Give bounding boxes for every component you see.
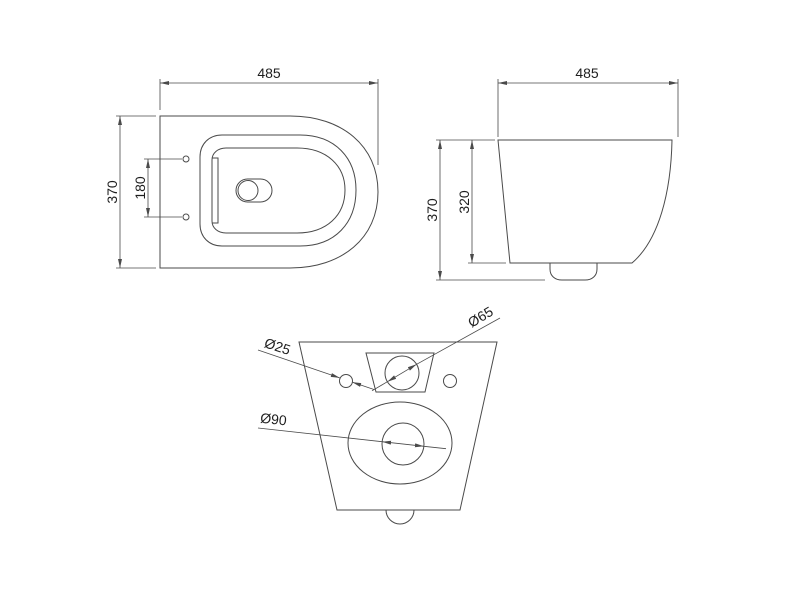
rear-mounting-recess [365, 352, 435, 393]
body-height-label: 320 [456, 190, 472, 214]
small-hole-dimension-line [257, 349, 340, 379]
leader-line [423, 445, 447, 450]
bowl-rim-notch [212, 157, 219, 224]
top-view-width-label: 485 [257, 65, 281, 81]
outlet-collar [347, 401, 453, 485]
seat-fixing-hole-upper [182, 155, 190, 163]
large-hole-label: Ø65 [465, 303, 496, 330]
fixing-hole-right [443, 374, 457, 388]
top-view: 485 370 180 [104, 65, 379, 269]
side-view-width-label: 485 [575, 65, 599, 81]
overall-height-label: 370 [424, 198, 440, 222]
rear-view-bottom-outlet [385, 509, 415, 525]
leader-line [371, 381, 388, 392]
side-view-body [497, 139, 673, 264]
rear-view: Ø65 Ø25 Ø90 [257, 303, 501, 525]
top-view-outline [159, 115, 379, 269]
top-view-depth-label: 370 [104, 180, 120, 204]
seat-fixing-hole-lower [182, 213, 190, 221]
leader-line [416, 317, 501, 365]
rear-view-outline [298, 341, 498, 511]
bowl-outline [199, 134, 357, 247]
large-hole-dimension-line [387, 363, 417, 383]
leader-line [257, 427, 383, 443]
hole-spacing-label: 180 [132, 176, 148, 200]
fixing-hole-left [339, 374, 353, 388]
drain-slot [235, 178, 273, 203]
side-view: 485 370 320 [424, 65, 679, 281]
side-view-outlet [549, 263, 598, 281]
small-hole-dimension-line [352, 381, 375, 390]
small-hole-label: Ø25 [262, 335, 292, 358]
outlet-label: Ø90 [260, 410, 288, 429]
bowl-rim-inner [211, 147, 346, 234]
outlet-dimension-line [382, 440, 424, 448]
inlet-hole [384, 355, 420, 391]
drain-hole [237, 180, 259, 201]
outlet-hole [381, 422, 425, 466]
